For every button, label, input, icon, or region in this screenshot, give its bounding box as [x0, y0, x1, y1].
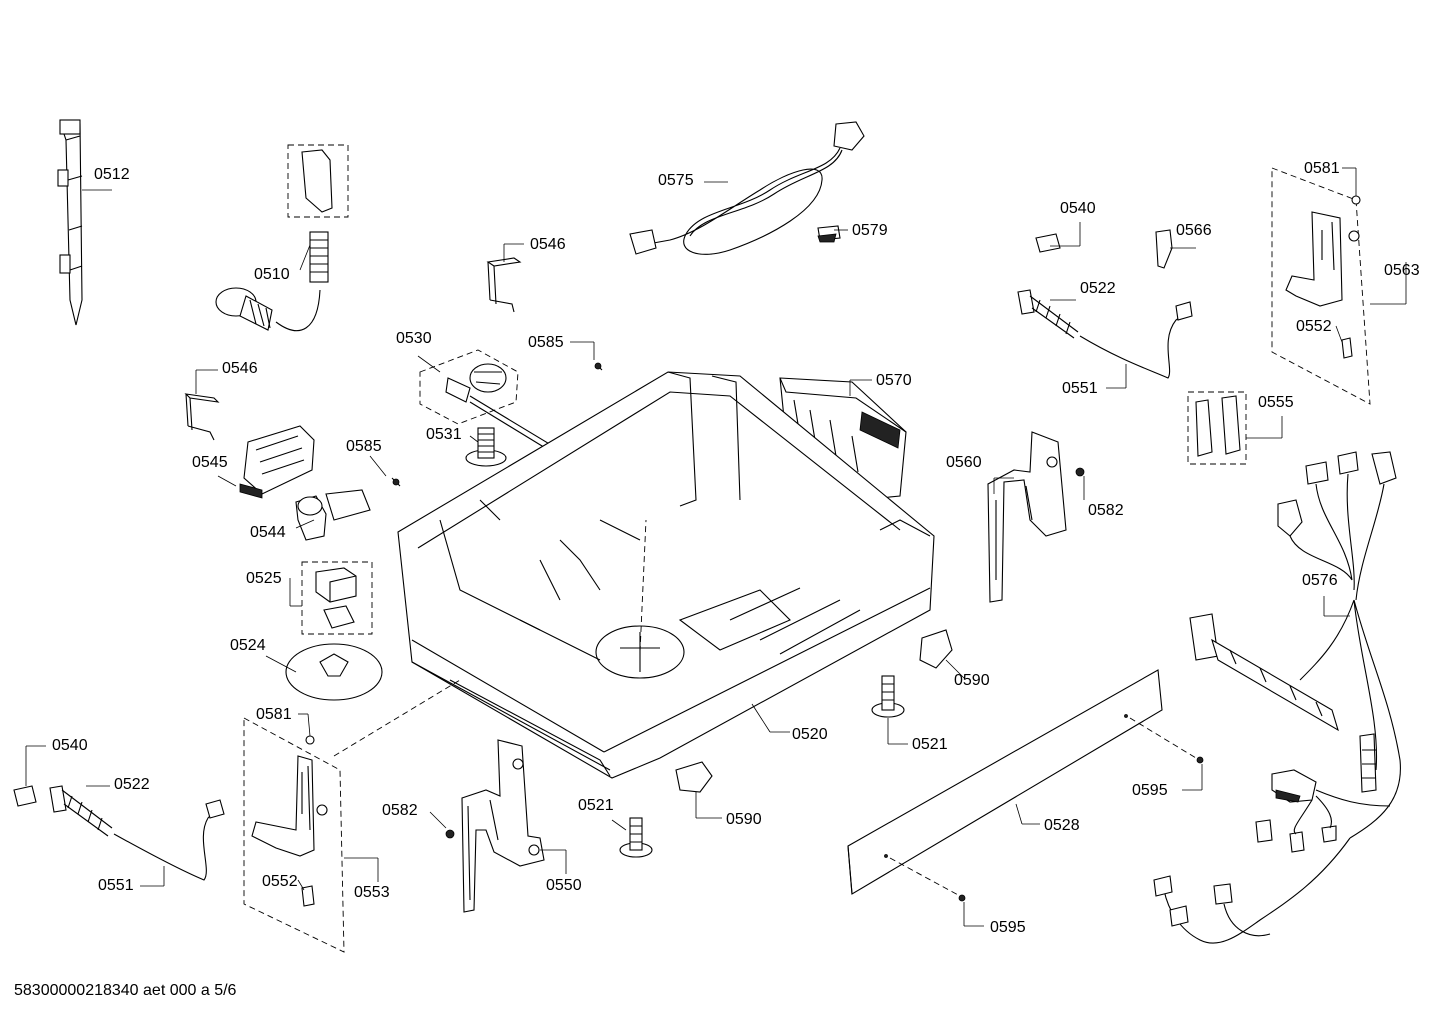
part-0585-screw-upper — [570, 341, 603, 371]
label-0522-lower: 0522 — [114, 776, 150, 793]
part-0510-spring — [215, 144, 349, 332]
label-0512: 0512 — [94, 166, 130, 183]
part-0546-bracket-left — [184, 369, 220, 441]
part-0550-hinge — [461, 739, 567, 913]
part-0595-screw-lower — [889, 857, 984, 927]
label-0551-upper: 0551 — [1062, 380, 1098, 397]
part-0590-bracket-right — [919, 629, 965, 679]
part-0560-hinge — [987, 431, 1067, 603]
label-0582-left: 0582 — [382, 802, 418, 819]
label-0566: 0566 — [1176, 222, 1212, 239]
label-0560: 0560 — [946, 454, 982, 471]
label-0551-lower: 0551 — [98, 877, 134, 894]
part-0544-valve — [295, 489, 371, 541]
label-0520: 0520 — [792, 726, 828, 743]
label-0595-right: 0595 — [1132, 782, 1168, 799]
part-0520-base-tub — [333, 371, 935, 779]
part-0531-foot-upper — [465, 427, 507, 467]
label-0524: 0524 — [230, 637, 266, 654]
part-0575-power-cord — [629, 121, 865, 255]
document-footer-id: 58300000218340 aet 000 a 5/6 — [14, 982, 237, 999]
part-0553-hinge-group — [243, 713, 379, 953]
label-0585-upper: 0585 — [528, 334, 564, 351]
part-0570-electronics — [779, 377, 907, 499]
label-0528: 0528 — [1044, 817, 1080, 834]
part-0546-bracket-upper — [486, 243, 524, 313]
label-0595-lower: 0595 — [990, 919, 1026, 936]
label-0581-lower: 0581 — [256, 706, 292, 723]
part-0576-wiring-harness — [1153, 451, 1401, 944]
part-0555-latch-pair — [1187, 391, 1283, 465]
part-0522-spring-upper — [1017, 289, 1079, 339]
part-0563-hinge-group — [1271, 167, 1407, 405]
label-0581-upper: 0581 — [1304, 160, 1340, 177]
label-0545: 0545 — [192, 454, 228, 471]
label-0521-lower: 0521 — [578, 797, 614, 814]
label-0555: 0555 — [1258, 394, 1294, 411]
part-0521-foot-right — [871, 675, 908, 745]
label-0550: 0550 — [546, 877, 582, 894]
label-0510: 0510 — [254, 266, 290, 283]
part-0566-sensor — [1155, 229, 1196, 269]
label-0546-left: 0546 — [222, 360, 258, 377]
label-0544: 0544 — [250, 524, 286, 541]
part-0545-bracket — [217, 425, 315, 499]
label-0521-right: 0521 — [912, 736, 948, 753]
label-0590-lower: 0590 — [726, 811, 762, 828]
part-0585-screw-left — [369, 455, 401, 487]
label-0582-right: 0582 — [1088, 502, 1124, 519]
label-0522-upper: 0522 — [1080, 280, 1116, 297]
label-0530: 0530 — [396, 330, 432, 347]
label-0590-right: 0590 — [954, 672, 990, 689]
label-0585-left: 0585 — [346, 438, 382, 455]
label-0575: 0575 — [658, 172, 694, 189]
part-0595-screw-right — [1129, 717, 1204, 791]
label-0553: 0553 — [354, 884, 390, 901]
part-0540-latch-lower — [13, 745, 46, 807]
part-0530-shaft — [417, 349, 663, 519]
label-0576: 0576 — [1302, 572, 1338, 589]
part-0540-latch-upper — [1035, 222, 1081, 253]
part-0551-cable-lower — [113, 799, 225, 887]
label-0540-lower: 0540 — [52, 737, 88, 754]
part-0582-screw-right — [1075, 467, 1085, 500]
part-0582-screw-left — [429, 811, 455, 839]
part-0524-float-plate — [265, 643, 383, 701]
label-0552-lower: 0552 — [262, 873, 298, 890]
part-0590-bracket-lower — [675, 761, 722, 819]
label-0552-upper: 0552 — [1296, 318, 1332, 335]
part-0579-clip — [817, 225, 848, 243]
part-0512-rail — [57, 119, 112, 326]
label-0540-upper: 0540 — [1060, 200, 1096, 217]
part-0521-foot-lower — [611, 817, 653, 858]
label-0546-upper: 0546 — [530, 236, 566, 253]
label-0563: 0563 — [1384, 262, 1420, 279]
label-0570: 0570 — [876, 372, 912, 389]
part-0551-cable-upper — [1079, 301, 1193, 389]
label-0525: 0525 — [246, 570, 282, 587]
label-0531: 0531 — [426, 426, 462, 443]
part-0522-spring-lower — [49, 785, 113, 837]
part-0528-plinth-board — [847, 669, 1163, 895]
part-0525-switch — [289, 561, 373, 635]
label-0579: 0579 — [852, 222, 888, 239]
